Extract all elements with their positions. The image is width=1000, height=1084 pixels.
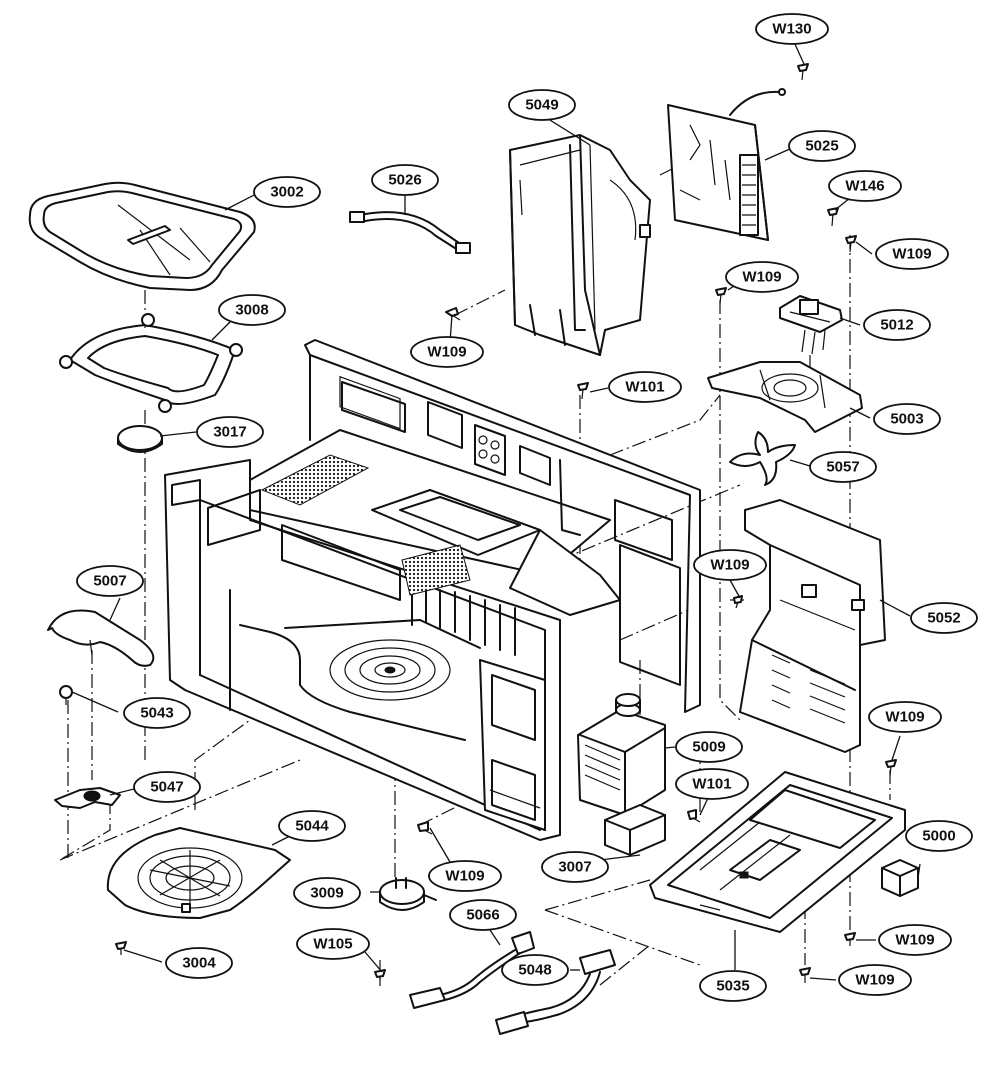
control-board bbox=[667, 88, 786, 241]
callout-label: 5012 bbox=[880, 317, 913, 334]
callout-w109-e: W109 bbox=[868, 701, 942, 733]
callout-label: W109 bbox=[885, 709, 924, 726]
magnetron bbox=[577, 693, 666, 816]
wire-harness-5048 bbox=[495, 949, 616, 1035]
callout-3004: 3004 bbox=[165, 947, 233, 979]
callout-5049: 5049 bbox=[508, 89, 576, 121]
callout-label: W101 bbox=[625, 379, 664, 396]
callout-label: 5000 bbox=[922, 828, 955, 845]
callout-label: W130 bbox=[772, 21, 811, 38]
coupler bbox=[117, 425, 163, 453]
callout-w130: W130 bbox=[755, 13, 829, 45]
thermal-switch bbox=[779, 295, 843, 355]
callout-w109-f: W109 bbox=[428, 860, 502, 892]
stirrer bbox=[47, 609, 155, 667]
callout-label: W101 bbox=[692, 776, 731, 793]
callout-label: 3017 bbox=[213, 424, 246, 441]
screw-w130 bbox=[797, 63, 809, 81]
base-plate bbox=[649, 771, 906, 933]
callout-w109-d: W109 bbox=[693, 549, 767, 581]
callout-5009: 5009 bbox=[675, 731, 743, 763]
callout-label: 5009 bbox=[692, 739, 725, 756]
stirrer-nut bbox=[59, 685, 73, 705]
callout-label: 3004 bbox=[182, 955, 216, 972]
callout-label: 5052 bbox=[927, 610, 960, 627]
callout-5026: 5026 bbox=[371, 164, 439, 196]
callout-3008: 3008 bbox=[218, 294, 286, 326]
callout-5043: 5043 bbox=[123, 697, 191, 729]
oven-cavity bbox=[164, 339, 701, 841]
diode bbox=[881, 859, 919, 897]
callout-label: 3009 bbox=[310, 885, 343, 902]
callout-label: W109 bbox=[742, 269, 781, 286]
shield-panel bbox=[509, 134, 651, 356]
callout-label: 5025 bbox=[805, 138, 838, 155]
callout-label: 5035 bbox=[716, 978, 749, 995]
callout-label: W109 bbox=[892, 246, 931, 263]
air-duct bbox=[739, 499, 886, 753]
callout-label: 5007 bbox=[93, 573, 126, 590]
callout-label: 5043 bbox=[140, 705, 173, 722]
callout-label: 5026 bbox=[388, 172, 421, 189]
roller-ring bbox=[59, 313, 243, 413]
callout-label: W109 bbox=[855, 972, 894, 989]
fan-blade bbox=[729, 431, 796, 486]
callout-label: 5049 bbox=[525, 97, 558, 114]
callout-label: 3007 bbox=[558, 859, 591, 876]
callout-w105: W105 bbox=[296, 928, 370, 960]
callout-label: 5044 bbox=[295, 818, 329, 835]
stirrer-motor bbox=[379, 877, 437, 911]
callout-label: 5066 bbox=[466, 907, 499, 924]
callout-label: W109 bbox=[710, 557, 749, 574]
callout-3002: 3002 bbox=[253, 176, 321, 208]
callout-w109-g: W109 bbox=[878, 924, 952, 956]
callout-5000: 5000 bbox=[905, 820, 973, 852]
callout-5052: 5052 bbox=[910, 602, 978, 634]
wire-harness-5066 bbox=[409, 931, 535, 1009]
wire-harness-5026 bbox=[349, 211, 471, 254]
callout-5057: 5057 bbox=[809, 451, 877, 483]
callout-5012: 5012 bbox=[863, 309, 931, 341]
callout-3007: 3007 bbox=[541, 851, 609, 883]
callout-5025: 5025 bbox=[788, 130, 856, 162]
callout-5044: 5044 bbox=[278, 810, 346, 842]
callout-w101-a: W101 bbox=[608, 371, 682, 403]
callout-label: 3002 bbox=[270, 184, 303, 201]
callout-w101-b: W101 bbox=[675, 768, 749, 800]
callout-label: W109 bbox=[895, 932, 934, 949]
callout-w109-h: W109 bbox=[838, 964, 912, 996]
callout-label: 5057 bbox=[826, 459, 859, 476]
callout-w146: W146 bbox=[828, 170, 902, 202]
callout-w109-c: W109 bbox=[410, 336, 484, 368]
callout-label: W146 bbox=[845, 178, 884, 195]
callout-label: W109 bbox=[427, 344, 466, 361]
callout-label: W105 bbox=[313, 936, 352, 953]
waveguide bbox=[604, 804, 666, 856]
glass-tray bbox=[28, 181, 256, 291]
callout-5048: 5048 bbox=[501, 954, 569, 986]
callout-5003: 5003 bbox=[873, 403, 941, 435]
callout-label: 5003 bbox=[890, 411, 923, 428]
callout-w109-a: W109 bbox=[875, 238, 949, 270]
callout-5047: 5047 bbox=[133, 771, 201, 803]
stirrer-cover bbox=[106, 827, 291, 919]
callout-5007: 5007 bbox=[76, 565, 144, 597]
callout-label: 5047 bbox=[150, 779, 183, 796]
callout-label: W109 bbox=[445, 868, 484, 885]
callout-3009: 3009 bbox=[293, 877, 361, 909]
callout-5035: 5035 bbox=[699, 970, 767, 1002]
callout-3017: 3017 bbox=[196, 416, 264, 448]
callout-5066: 5066 bbox=[449, 899, 517, 931]
callout-w109-b: W109 bbox=[725, 261, 799, 293]
callout-label: 3008 bbox=[235, 302, 268, 319]
callout-label: 5048 bbox=[518, 962, 551, 979]
fan-motor-bracket bbox=[707, 361, 863, 433]
screws bbox=[115, 207, 897, 986]
stirrer-propeller bbox=[54, 787, 121, 809]
